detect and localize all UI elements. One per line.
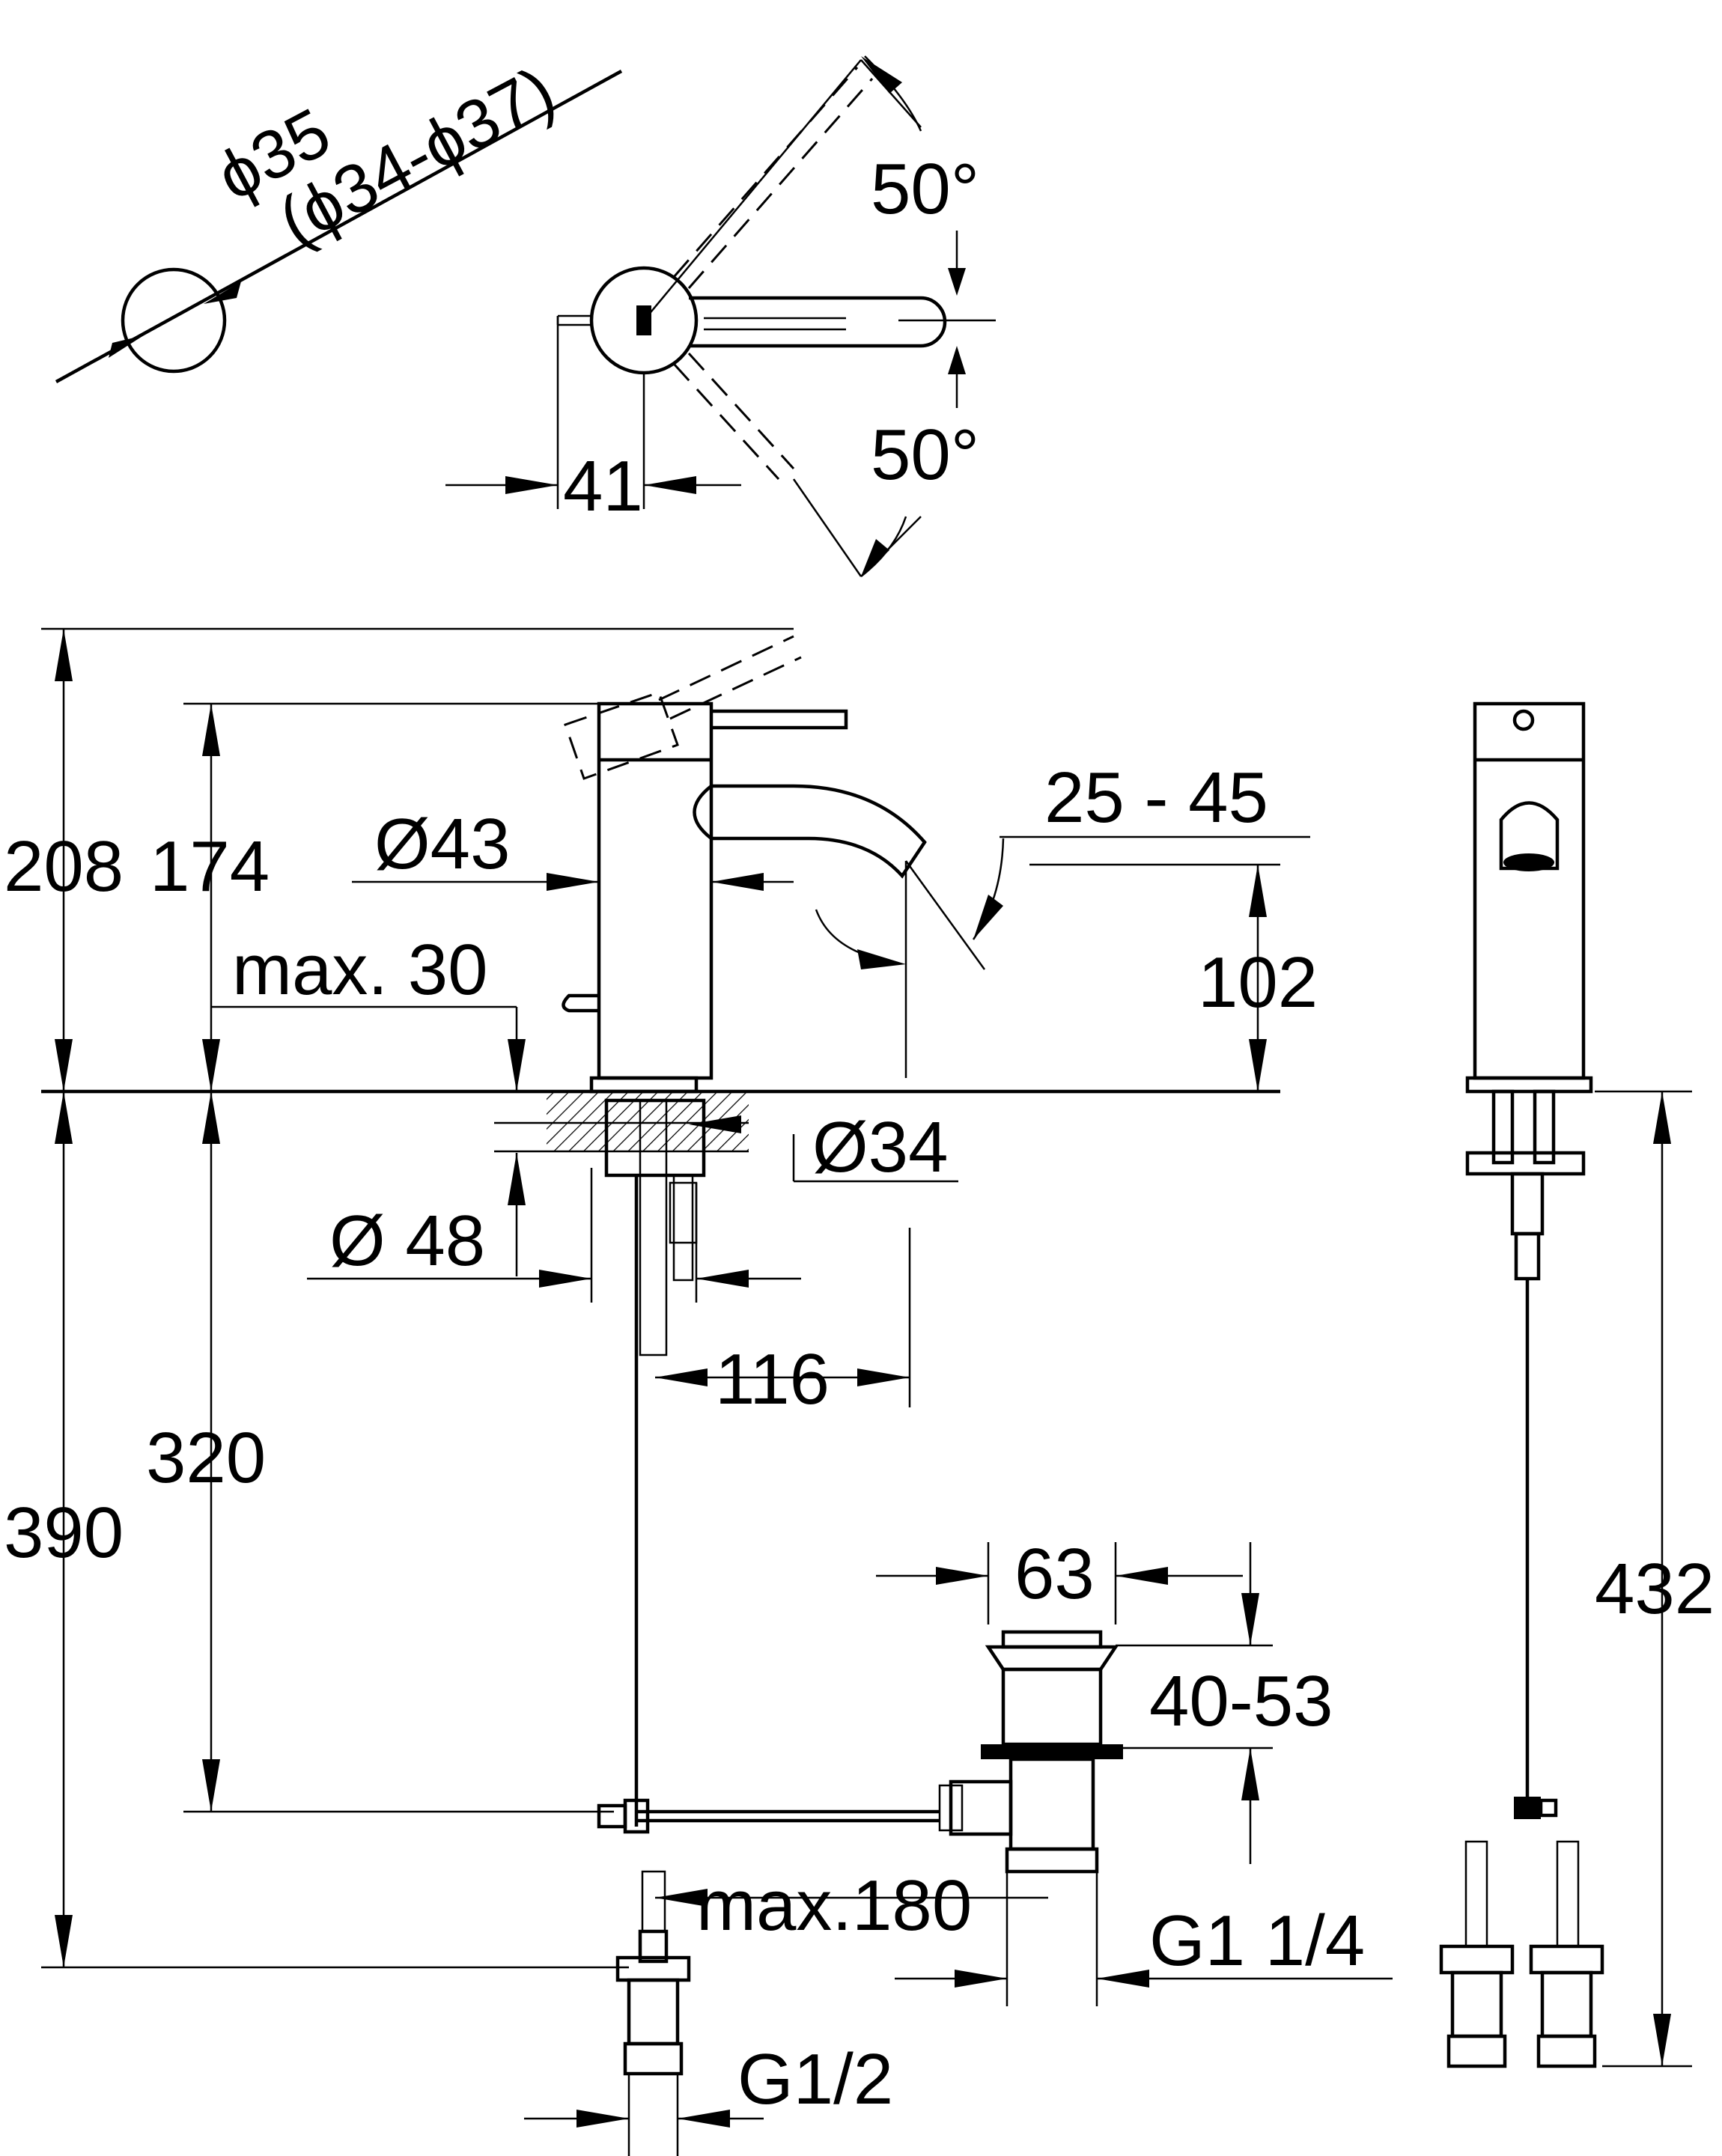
- waste-thread-label: G1 1/4: [1149, 1901, 1365, 1981]
- total-height-label: 208: [4, 826, 124, 907]
- body-height-label: 174: [150, 826, 270, 907]
- waste-nut: [981, 1744, 1123, 1759]
- rod-clamp: [597, 1803, 627, 1829]
- waste-valve: 63 40-53 G1 1/4: [868, 1534, 1393, 2006]
- lever-rotated-up: [672, 67, 859, 278]
- tap-hole-view: ϕ35 (ϕ34-ϕ37): [55, 52, 623, 383]
- spout-height-label: 102: [1198, 943, 1318, 1023]
- supply-thread-label: G1/2: [737, 2039, 893, 2119]
- diameter-leader: [55, 70, 623, 383]
- arrow-head: [204, 281, 241, 304]
- waste-body: [1001, 1667, 1103, 1747]
- lever-raised-outline: [564, 691, 679, 780]
- dim-390-label: 390: [4, 1493, 124, 1573]
- deck-thickness-label: max. 30: [232, 930, 487, 1010]
- pull-rod-length-label: max.180: [696, 1866, 972, 1946]
- lever-rotated-down: [672, 362, 780, 481]
- waste-height-label: 40-53: [1149, 1661, 1333, 1741]
- front-hose-left: [1464, 1840, 1488, 1948]
- spout-reach-label: 116: [715, 1339, 830, 1419]
- base-diameter-label: Ø 48: [329, 1201, 485, 1281]
- base-collar: [589, 1076, 699, 1094]
- lever-offset-label: 41: [563, 446, 643, 526]
- dim-320-label: 320: [146, 1418, 266, 1498]
- hose-length-label: 432: [1595, 1549, 1715, 1629]
- side-view: 208 174 Ø43 max. 30 Ø 48 Ø34: [4, 627, 1318, 2156]
- front-view: 432: [1439, 701, 1715, 2068]
- front-mounting-plate: [1465, 1151, 1586, 1176]
- spout: [711, 784, 927, 879]
- angle-top-label: 50°: [871, 149, 979, 229]
- waste-flange: [1001, 1630, 1103, 1649]
- front-spout-outlet: [1499, 801, 1560, 871]
- waste-flange-label: 63: [1014, 1534, 1095, 1614]
- shank-diameter-label: Ø34: [812, 1107, 948, 1187]
- popup-knob: [562, 993, 599, 1013]
- body-diameter-label: Ø43: [374, 804, 510, 884]
- supply-hose: [639, 1099, 668, 1356]
- lever: [711, 709, 848, 730]
- front-hose-right: [1556, 1840, 1580, 1948]
- tap-hole-circle: [121, 267, 227, 374]
- waste-thread: [1005, 1847, 1099, 1874]
- waste-lever-housing: [949, 1779, 1013, 1836]
- angle-bottom-label: 50°: [871, 415, 979, 495]
- plan-view: 50° 50° 41: [445, 55, 996, 577]
- arrow-head: [109, 335, 144, 358]
- spout-angle-label: 25 - 45: [1044, 758, 1268, 838]
- spout-outline-plan: [689, 296, 947, 348]
